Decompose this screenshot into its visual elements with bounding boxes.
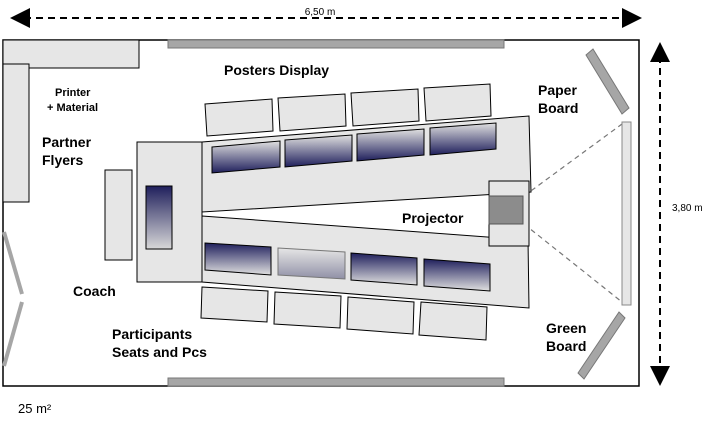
printer-label-line1: Printer bbox=[55, 87, 91, 99]
chair bbox=[200, 286, 269, 323]
posters-display-label: Posters Display bbox=[224, 62, 329, 78]
height-dimension: 3,80 m bbox=[650, 42, 703, 386]
bottom-wall-strip bbox=[167, 377, 505, 387]
chair bbox=[273, 291, 342, 329]
monitor bbox=[211, 140, 281, 174]
upper-monitors bbox=[211, 122, 497, 174]
green-board-label-line2: Board bbox=[546, 338, 586, 354]
width-label: 6,50 m bbox=[305, 7, 336, 18]
projector-label: Projector bbox=[402, 210, 464, 226]
monitor bbox=[204, 242, 272, 276]
top-wall-strip bbox=[167, 39, 505, 49]
projector-unit bbox=[488, 195, 524, 225]
chair bbox=[277, 93, 347, 132]
upper-chairs bbox=[204, 83, 492, 137]
lower-chairs bbox=[200, 286, 488, 341]
green-board bbox=[577, 311, 626, 380]
chair bbox=[204, 98, 274, 137]
coach-label: Coach bbox=[73, 283, 116, 299]
coach-seat bbox=[104, 169, 133, 261]
monitor bbox=[356, 128, 425, 162]
chair bbox=[418, 301, 488, 341]
lower-monitors bbox=[204, 242, 491, 292]
paper-board bbox=[585, 48, 630, 115]
width-dimension: 6,50 m bbox=[10, 7, 642, 28]
paper-board-label-line1: Paper bbox=[538, 82, 577, 98]
projector bbox=[488, 123, 623, 303]
partner-flyers-label-line1: Partner bbox=[42, 134, 92, 150]
projection-beam-bottom bbox=[523, 223, 623, 303]
height-label: 3,80 m bbox=[672, 203, 703, 214]
green-board-label-line1: Green bbox=[546, 320, 586, 336]
monitor bbox=[429, 122, 497, 156]
door bbox=[2, 231, 24, 367]
coach-monitor bbox=[145, 185, 173, 250]
paper-board-label-line2: Board bbox=[538, 100, 578, 116]
projection-screen bbox=[621, 121, 632, 306]
chair bbox=[423, 83, 492, 122]
printer-label-line2: + Material bbox=[47, 102, 98, 114]
participants-label-line1: Participants bbox=[112, 326, 192, 342]
partner-flyers-shelf bbox=[2, 63, 30, 203]
chair bbox=[346, 296, 415, 335]
monitor bbox=[350, 252, 418, 286]
chair bbox=[350, 88, 420, 127]
monitor bbox=[423, 258, 491, 292]
partner-flyers-label-line2: Flyers bbox=[42, 152, 83, 168]
area-label: 25 m² bbox=[18, 401, 52, 416]
projection-beam-top bbox=[523, 123, 623, 197]
participants-label-line2: Seats and Pcs bbox=[112, 344, 207, 360]
monitor bbox=[284, 134, 353, 168]
monitor bbox=[277, 247, 346, 280]
printer-table bbox=[2, 39, 140, 69]
